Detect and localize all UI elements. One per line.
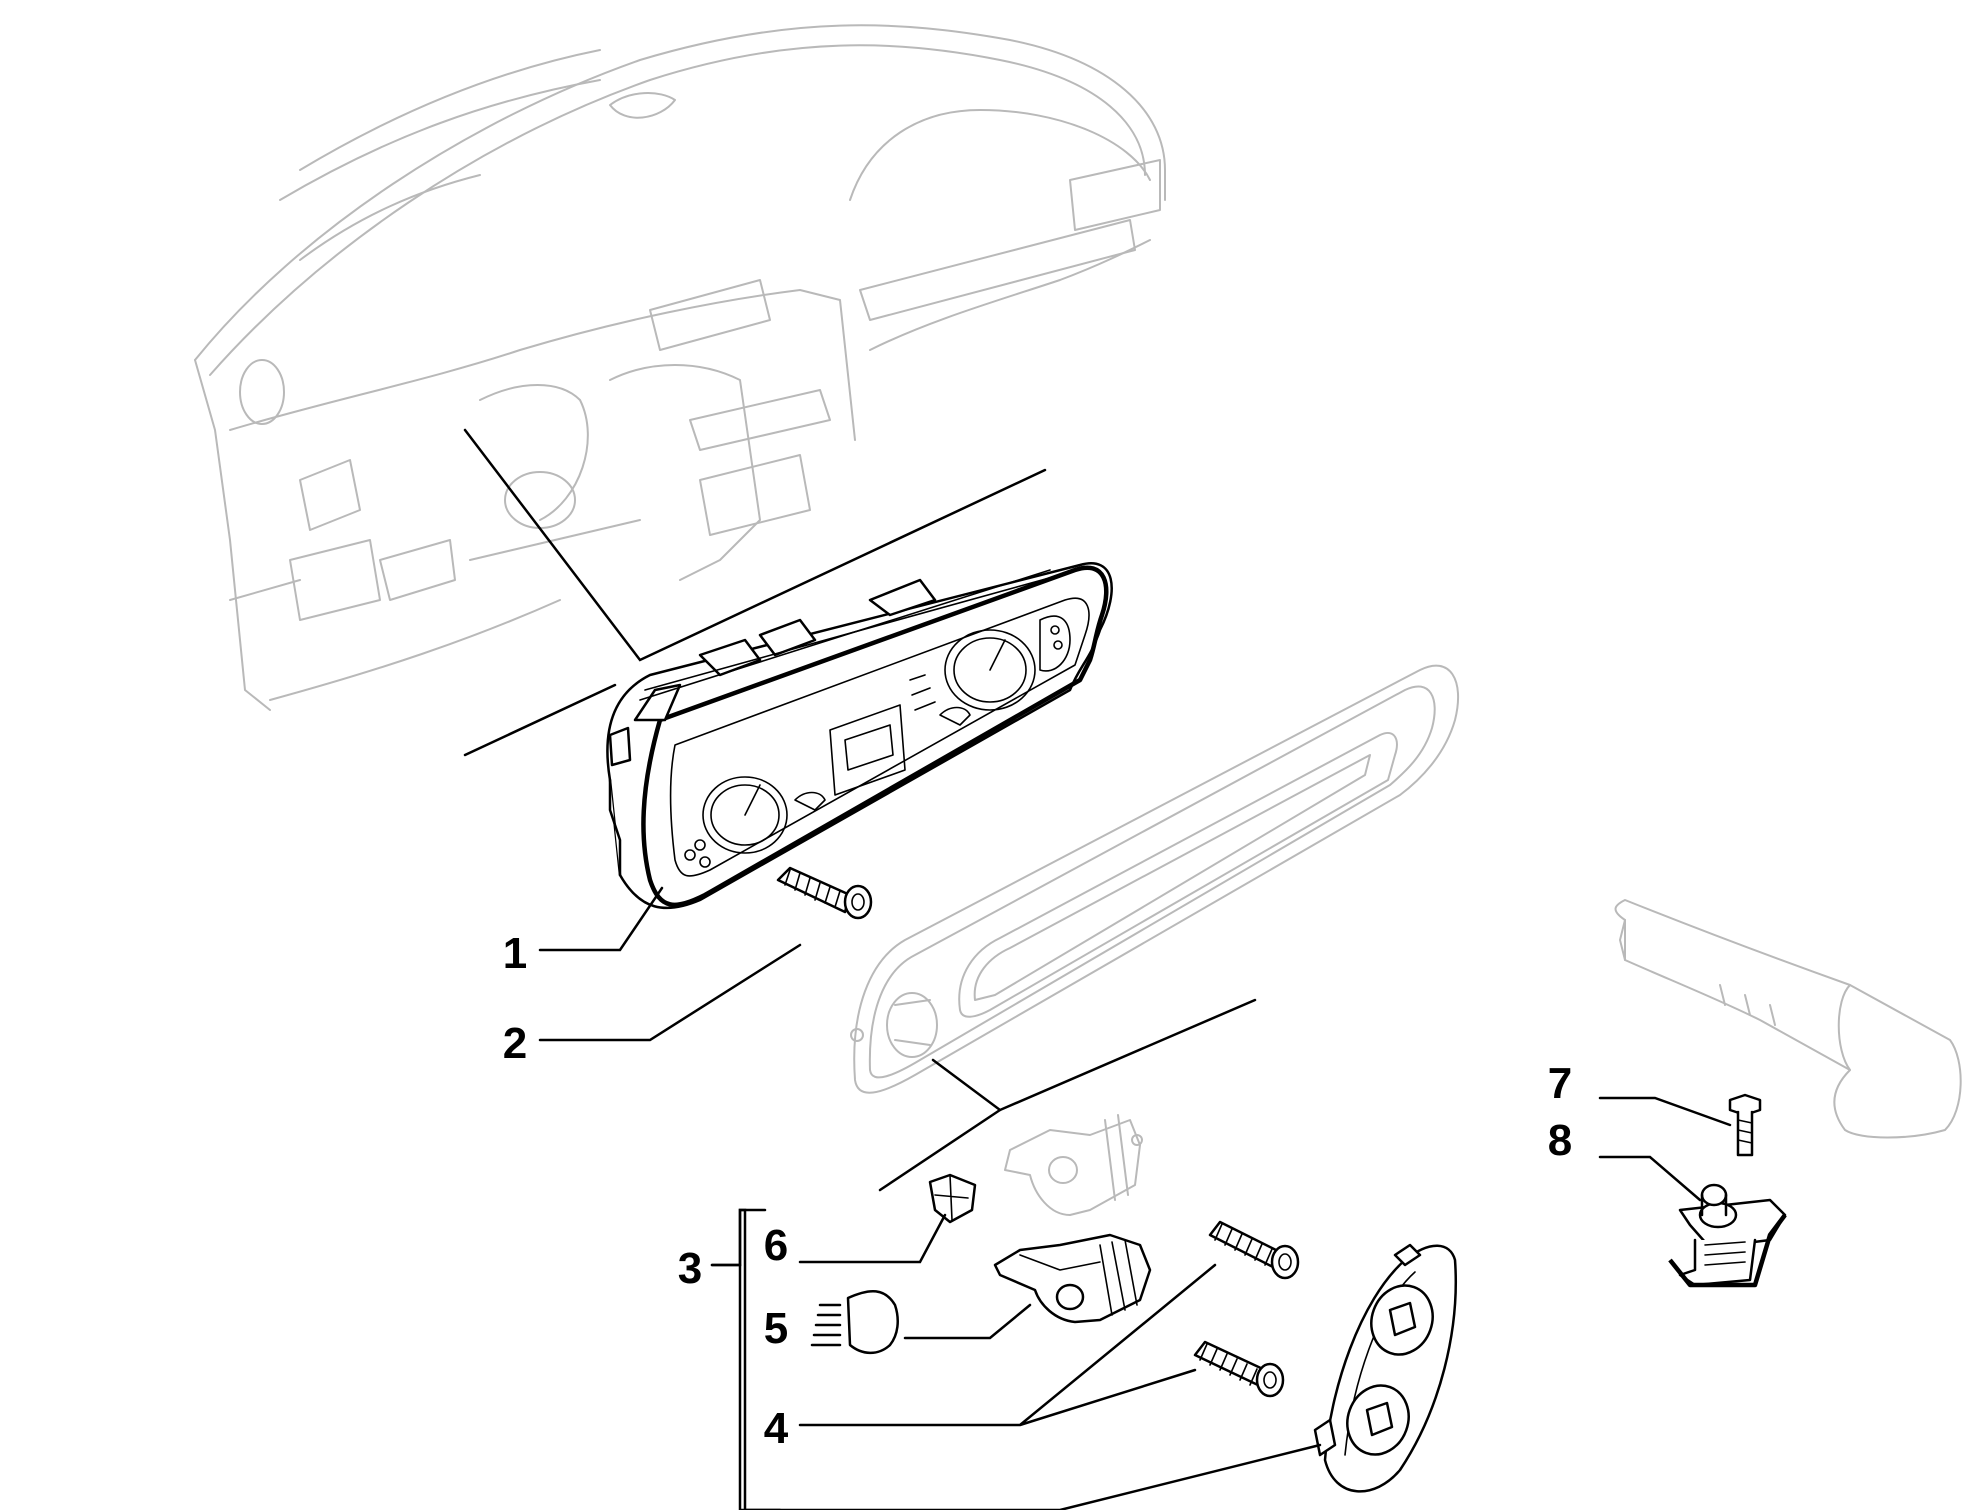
- callout-1: 1: [503, 929, 527, 978]
- switch-part-8: [1668, 1183, 1787, 1288]
- leader-1: [538, 886, 664, 952]
- switch-ghost-outline: [1004, 1114, 1143, 1216]
- screw-part-2: [776, 866, 873, 920]
- callout-labels: 1 2 3 4 5 6 7 8: [503, 929, 1572, 1453]
- screw-part-4-lower: [1193, 1340, 1285, 1398]
- clip-part-6: [928, 1173, 977, 1224]
- leader-4: [798, 1263, 1217, 1427]
- leader-6: [798, 1213, 947, 1264]
- handbrake-lever-ghost-outline: [1614, 899, 1962, 1139]
- leader-7: [1598, 1096, 1732, 1127]
- leader-8: [1598, 1155, 1702, 1202]
- callout-7: 7: [1548, 1059, 1572, 1108]
- callout-6: 6: [764, 1221, 788, 1270]
- callout-8: 8: [1548, 1116, 1572, 1165]
- bezel-cut-lines: [878, 998, 1257, 1192]
- leader-5: [903, 1303, 1032, 1340]
- callout-5: 5: [764, 1304, 788, 1353]
- switch-panel: [1313, 1243, 1457, 1493]
- leader-lines: [538, 886, 1732, 1510]
- leader-2: [538, 943, 802, 1042]
- dashboard-cut-lines: [463, 428, 1047, 757]
- callout-2: 2: [503, 1019, 527, 1068]
- bezel-ghost-outline: [850, 664, 1460, 1094]
- screw-part-4-upper: [1208, 1220, 1300, 1280]
- headlight-beam-icon: [810, 1290, 899, 1355]
- instrument-cluster: [606, 562, 1113, 910]
- dashboard-ghost-outline: [194, 24, 1166, 711]
- bolt-part-7: [1728, 1093, 1762, 1157]
- callout-3: 3: [678, 1244, 702, 1293]
- light-switch-part-5: [993, 1233, 1152, 1324]
- bracket-3: [738, 1208, 782, 1510]
- callout-4: 4: [764, 1404, 789, 1453]
